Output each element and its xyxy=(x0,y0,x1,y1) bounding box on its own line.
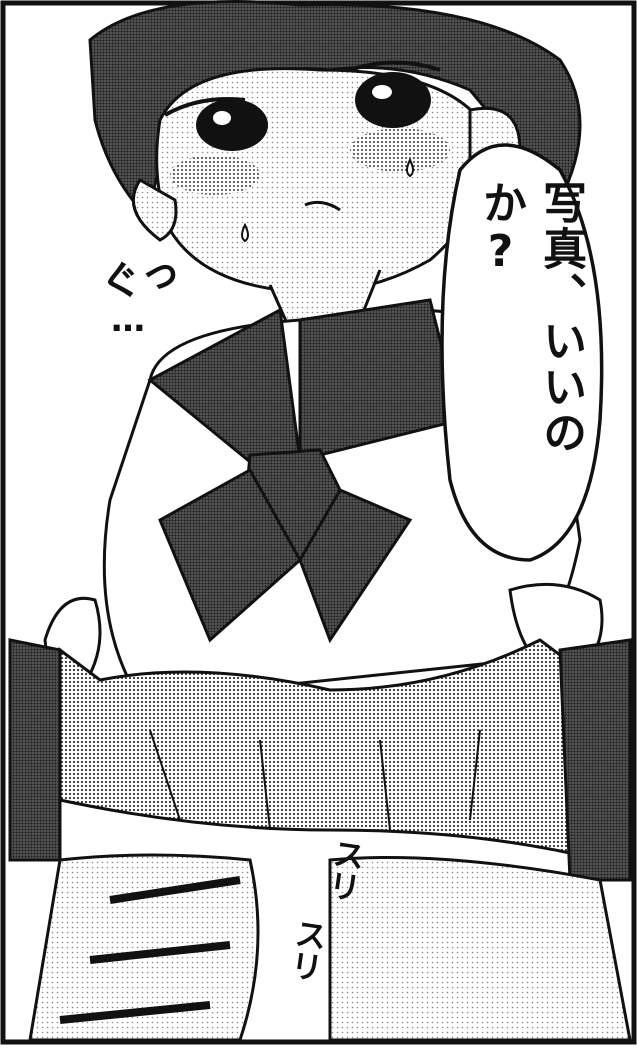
sound-effect-dots: … xyxy=(108,300,148,340)
blush-right xyxy=(350,128,450,172)
leg-left xyxy=(28,853,260,1042)
mouth xyxy=(304,200,341,212)
eye-left xyxy=(196,99,268,151)
ear-left xyxy=(131,178,178,242)
sound-effect-suri-2: スリ xyxy=(283,915,331,985)
leg-right xyxy=(328,856,632,1042)
speech-balloon-text: 写真、いいのか? xyxy=(475,180,586,456)
speech-balloon-shape xyxy=(440,143,604,562)
blush-left xyxy=(170,155,260,195)
sound-effect-suri-1: スリ xyxy=(321,835,369,905)
scarf-tail-right xyxy=(298,488,413,644)
eye-right xyxy=(355,72,431,128)
